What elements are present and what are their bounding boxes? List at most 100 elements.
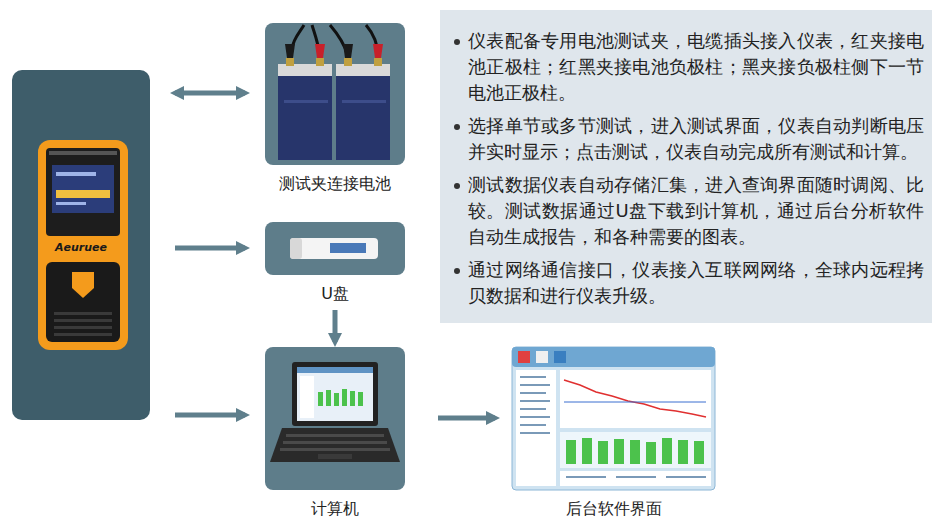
usb-drive-photo xyxy=(265,222,405,275)
clamp-photo-part xyxy=(373,44,383,58)
battery-tester-part xyxy=(54,319,112,322)
laptop-photo-part xyxy=(358,392,363,406)
clamp-photo-part xyxy=(284,100,328,103)
laptop-photo-part xyxy=(286,434,384,437)
software-screenshot-part xyxy=(516,370,556,486)
bullet-dot xyxy=(454,183,460,189)
photo-box: 计算机 xyxy=(265,347,405,522)
clamp-photo-part xyxy=(286,58,294,66)
caption: U盘 xyxy=(245,283,425,305)
laptop-photo-part xyxy=(297,367,373,421)
software-screenshot-part xyxy=(520,392,546,394)
software-screenshot-part xyxy=(518,351,530,363)
software-screenshot-part xyxy=(560,370,711,428)
software-screenshot-part xyxy=(520,432,550,434)
bullet-text: 选择单节或多节测试，进入测试界面，仪表自动判断电压并实时显示；点击测试，仪表自动… xyxy=(450,113,924,165)
software-screenshot-part xyxy=(520,384,550,386)
flow-arrow xyxy=(438,416,495,421)
software-screenshot-part xyxy=(566,476,606,478)
software-screenshot-part xyxy=(520,400,550,402)
clamp-photo-part xyxy=(343,44,353,58)
laptop-photo-part xyxy=(283,441,387,444)
clamp-photo-part xyxy=(336,72,390,160)
caption: 测试夹连接电池 xyxy=(245,173,425,195)
bullet-text: 仪表配备专用电池测试夹，电缆插头接入仪表，红夹接电池正极柱；红黑夹接电池负极柱；… xyxy=(450,28,924,106)
software-screenshot-part xyxy=(666,476,706,478)
software-screenshot-part xyxy=(560,471,711,486)
battery-tester-part xyxy=(54,333,112,336)
software-screenshot-part xyxy=(598,441,608,464)
software-screenshot-part xyxy=(616,476,656,478)
software-screenshot-part xyxy=(512,347,715,367)
battery-tester-part xyxy=(46,262,120,342)
clamp-photo xyxy=(265,23,405,165)
software-screenshot xyxy=(512,347,715,490)
usb-drive-photo-part xyxy=(330,243,366,253)
software-screenshot-part xyxy=(512,347,715,490)
software-screenshot-part xyxy=(560,432,711,468)
clamp-photo-part xyxy=(316,58,324,66)
clamp-photo-part xyxy=(285,44,295,58)
software-screenshot-part xyxy=(630,440,640,464)
device-logo: Aeuruee xyxy=(12,241,150,255)
battery-tester-part xyxy=(54,312,112,315)
clamp-photo-part xyxy=(344,58,352,66)
bullet-dot xyxy=(454,124,460,130)
bullet-dot xyxy=(454,39,460,45)
clamp-photo-part xyxy=(342,100,386,103)
battery-tester-part xyxy=(52,165,114,213)
software-screenshot-part xyxy=(614,439,624,464)
device-panel xyxy=(12,70,150,420)
software-screenshot-part xyxy=(554,351,566,363)
flow-arrow xyxy=(175,246,245,251)
software-screenshot-part xyxy=(520,408,546,410)
caption: 后台软件界面 xyxy=(492,498,735,520)
battery-tester-part xyxy=(72,272,94,298)
laptop-photo-part xyxy=(342,389,347,406)
clamp-photo-part xyxy=(315,44,325,58)
flow-arrow xyxy=(333,310,338,342)
software-screenshot-part xyxy=(678,440,688,464)
bullet-text: 通过网络通信接口，仪表接入互联网网络，全球内远程拷贝数据和进行仪表升级。 xyxy=(450,257,924,309)
software-screenshot-part xyxy=(582,438,592,464)
usb-drive-photo-part xyxy=(290,238,302,259)
laptop-photo-part xyxy=(292,362,378,426)
software-screenshot-part xyxy=(520,376,546,378)
software-screenshot-part xyxy=(646,442,656,464)
laptop-photo-part xyxy=(326,390,331,406)
caption: 计算机 xyxy=(245,498,425,520)
battery-tester-part xyxy=(54,326,112,329)
photo-box: U盘 xyxy=(265,222,405,307)
flow-arrow xyxy=(175,413,245,418)
laptop-photo-part xyxy=(265,347,405,490)
flow-arrow xyxy=(175,91,245,96)
laptop-photo-part xyxy=(350,391,355,406)
software-screenshot-part xyxy=(520,416,550,418)
usb-drive-photo-part xyxy=(290,238,378,259)
laptop-photo-part xyxy=(270,428,400,462)
photo-box: 测试夹连接电池 xyxy=(265,23,405,197)
clamp-photo-part xyxy=(374,58,382,66)
bullet-dot xyxy=(454,268,460,274)
laptop-photo xyxy=(265,347,405,490)
software-screenshot-part xyxy=(564,380,706,417)
laptop-photo-part xyxy=(300,376,314,418)
software-screenshot-part xyxy=(536,351,548,363)
laptop-photo-part xyxy=(318,454,352,459)
software-screenshot-part xyxy=(564,402,706,403)
laptop-photo-part xyxy=(280,448,390,451)
battery-tester-part xyxy=(56,190,110,198)
battery-tester-part xyxy=(46,148,120,236)
battery-tester-part xyxy=(56,202,86,205)
laptop-photo-part xyxy=(297,367,373,373)
software-screenshot-part xyxy=(662,438,672,464)
bullet-text: 测试数据仪表自动存储汇集，进入查询界面随时调阅、比较。测试数据通过U盘下载到计算… xyxy=(450,172,924,250)
software-screenshot-part xyxy=(566,440,576,464)
device-panel: Aeuruee xyxy=(12,70,150,420)
software-screenshot-part xyxy=(520,424,546,426)
clamp-photo-part xyxy=(265,23,405,165)
laptop-photo-part xyxy=(318,392,323,406)
device-panel-part xyxy=(12,70,150,420)
info-box: 仪表配备专用电池测试夹，电缆插头接入仪表，红夹接电池正极柱；红黑夹接电池负极柱；… xyxy=(440,10,932,323)
